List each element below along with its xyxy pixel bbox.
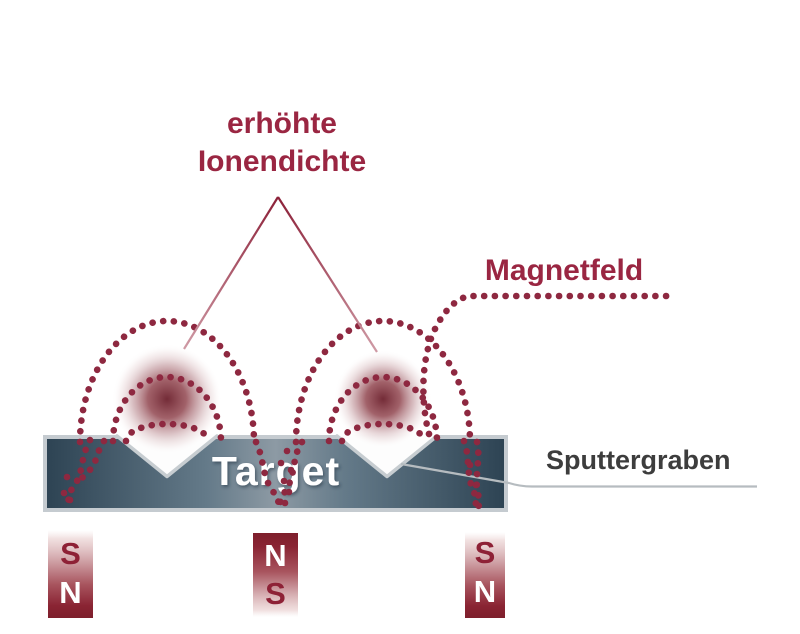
target-bar — [43, 435, 508, 512]
field-arc-inner-left — [122, 420, 212, 445]
field-in-bar-left-2 — [75, 437, 108, 489]
ion-density-label-line1: erhöhte — [227, 107, 337, 140]
ion-density-pointer-right — [277, 196, 378, 353]
magnet-right-top-pole-label: S — [475, 535, 496, 570]
field-arc-middle-left — [109, 373, 225, 445]
target-label: Target — [212, 448, 340, 494]
field-arc-outer-left — [76, 317, 258, 446]
field-in-bar-right-1 — [460, 437, 480, 512]
magnet-right-bottom-pole-label: N — [474, 574, 496, 609]
sputtergraben-label: Sputtergraben — [546, 445, 731, 475]
magnet-left-bottom-pole-label: N — [59, 575, 81, 610]
ion-density-label-line2: Ionendichte — [198, 145, 366, 178]
magnet-center-top-pole-label: N — [264, 538, 286, 573]
field-arc-outer-right — [292, 317, 474, 446]
ion-density-pointer-left — [183, 196, 279, 350]
ion-density-glow-right — [334, 350, 432, 448]
field-arc-inner-right — [338, 420, 428, 445]
magnet-left: S N — [48, 530, 93, 618]
magnets: S N N S S N — [48, 530, 505, 618]
sputter-trench-right — [335, 434, 439, 479]
magnetfeld-leader-dots — [420, 292, 675, 438]
field-in-bar-right-2 — [473, 438, 483, 515]
magnet-center-bottom-pole-label: S — [265, 576, 286, 611]
sputtergraben-leader-line — [400, 462, 757, 488]
magnet-right: S N — [465, 532, 505, 618]
magnet-left-top-pole-label: S — [60, 536, 81, 571]
field-in-bar-center-2 — [277, 438, 306, 511]
magnet-center: N S — [253, 533, 298, 617]
magnetfeld-label: Magnetfeld — [485, 254, 643, 287]
magnetic-field-lines — [60, 292, 675, 515]
field-arc-middle-right — [325, 373, 441, 445]
